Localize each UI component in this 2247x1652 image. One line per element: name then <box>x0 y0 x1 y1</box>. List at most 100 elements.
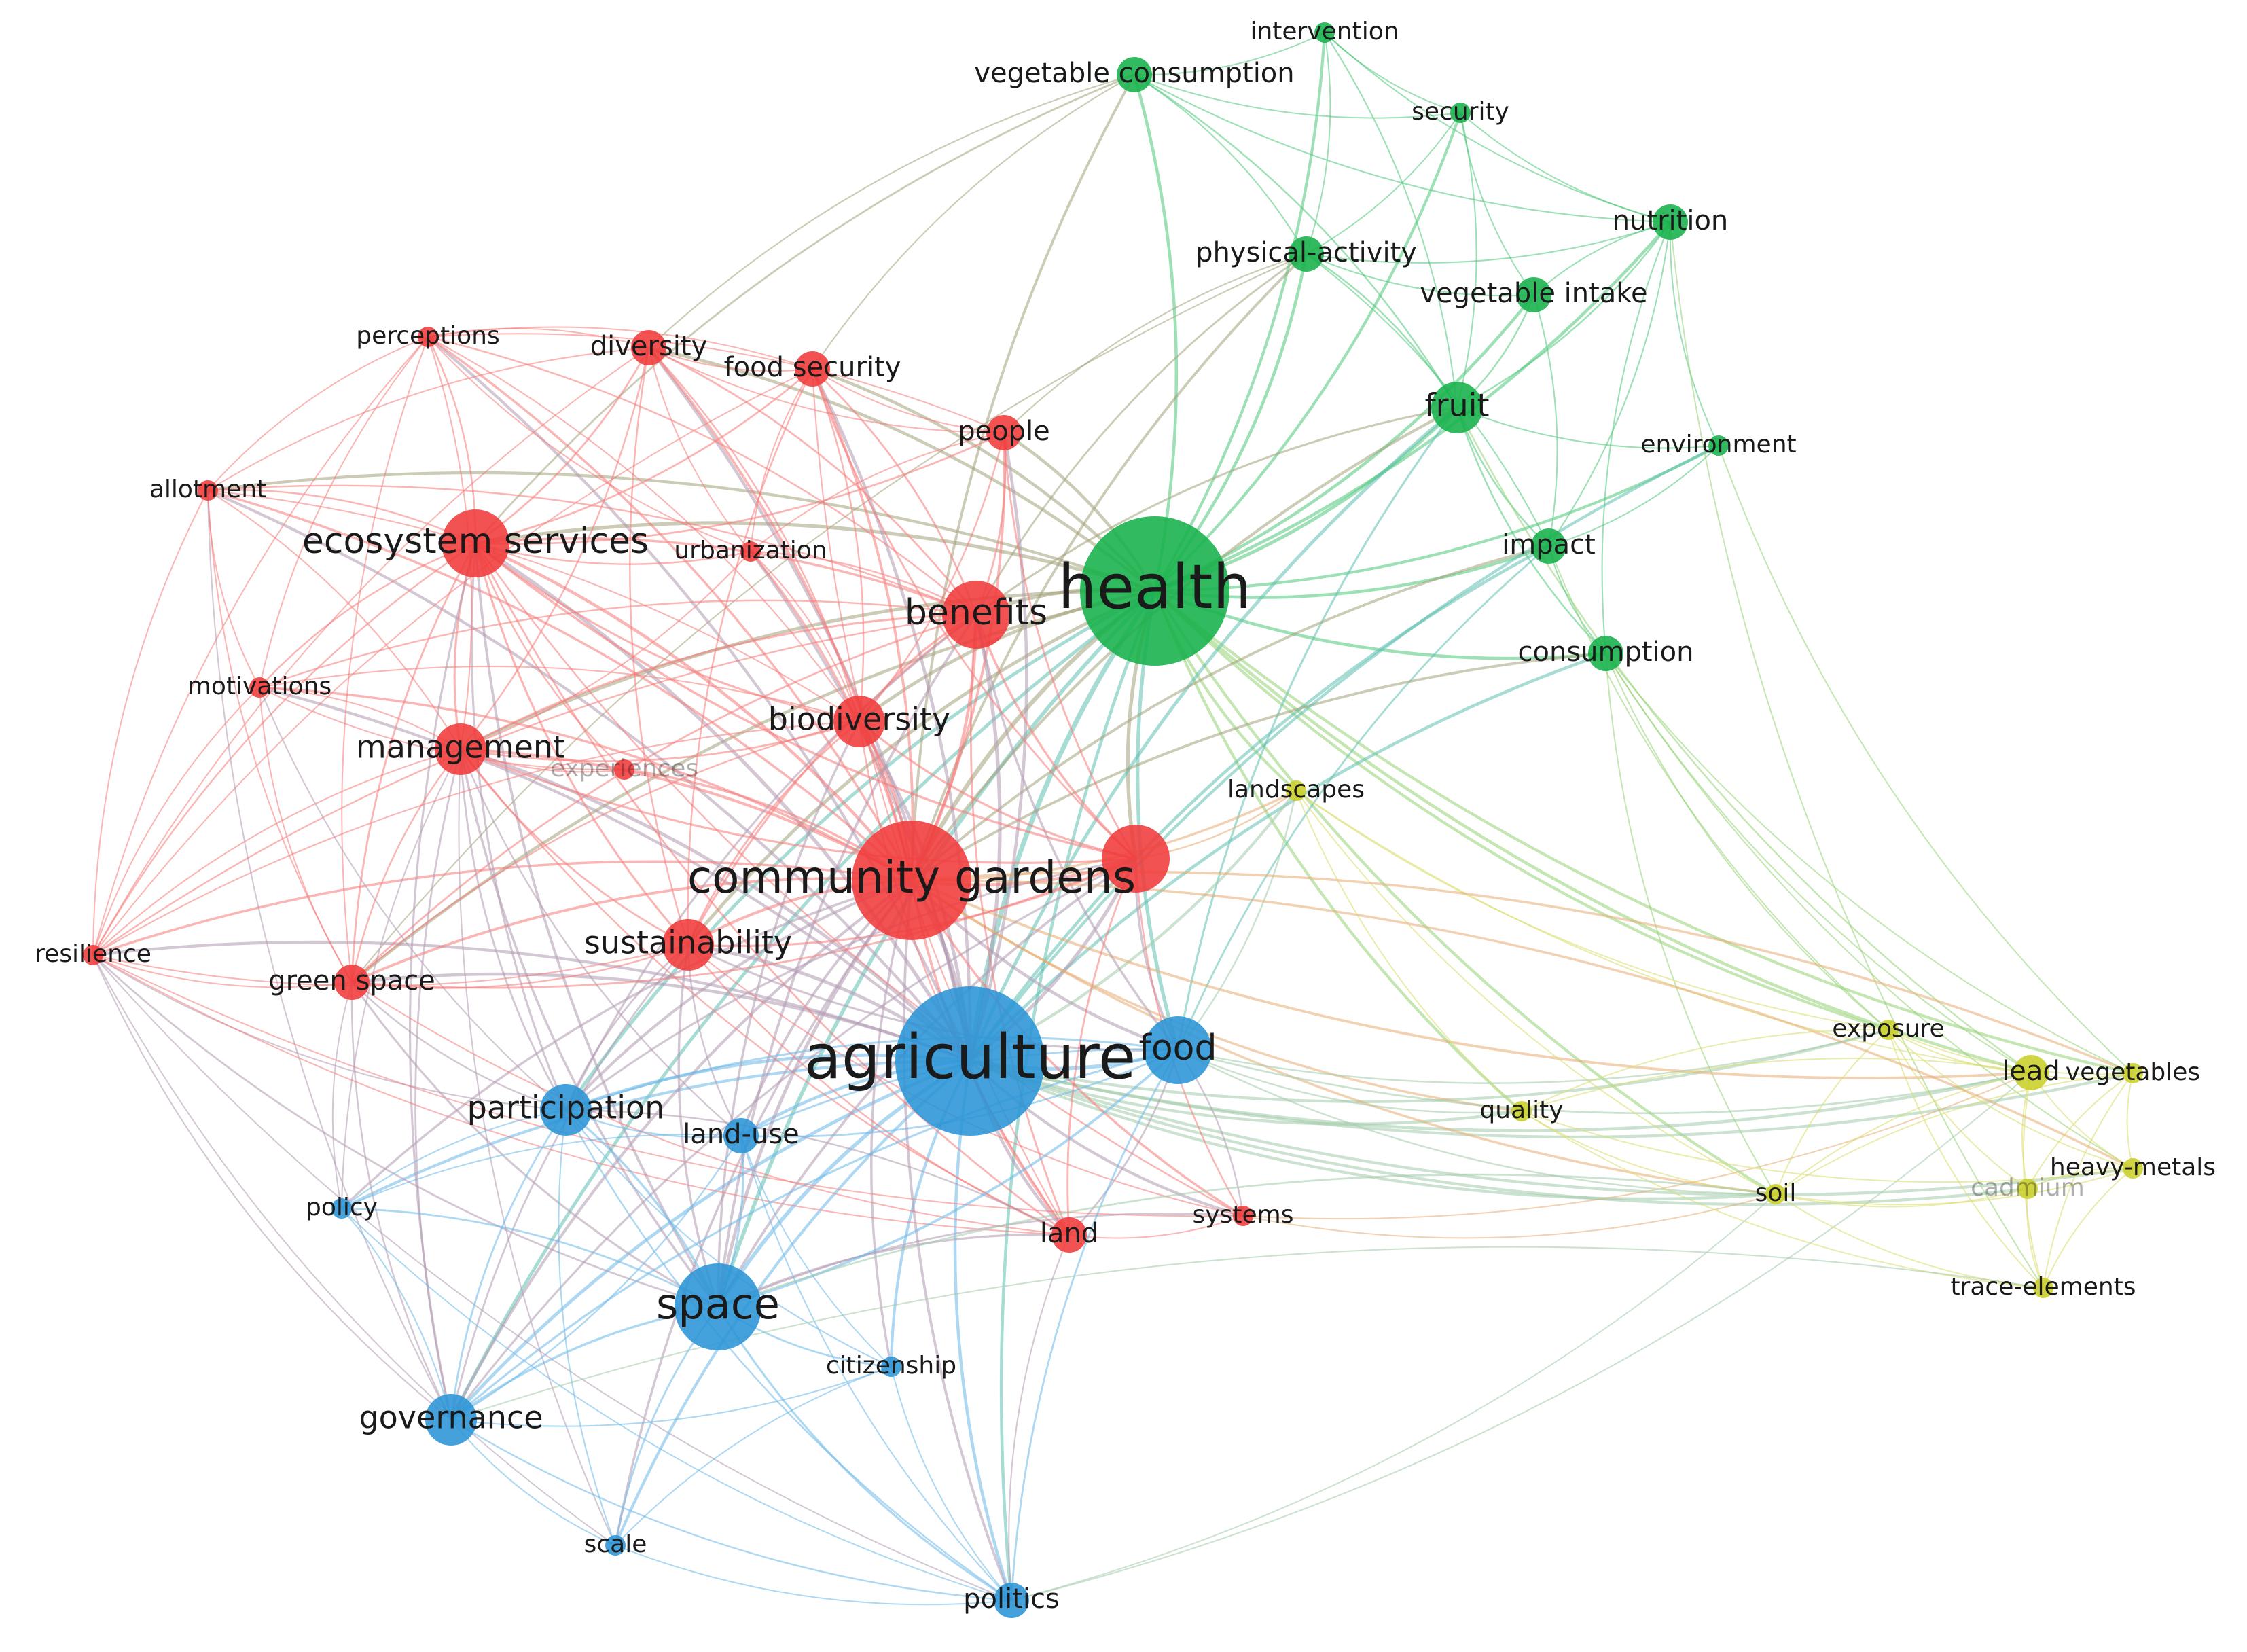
label-vegetables: vegetables <box>2066 1058 2200 1086</box>
edge-physical-activity-security <box>1306 112 1461 255</box>
node-exposure[interactable] <box>1878 1020 1899 1040</box>
edge-resilience-systems <box>92 954 1244 1217</box>
label-environment: environment <box>1640 431 1796 459</box>
edge-physical-activity-green-space <box>351 253 1307 983</box>
edge-community-gardens-green-space <box>351 877 912 984</box>
edge-soil-cadmium <box>1775 1188 2028 1208</box>
node-sustainability[interactable] <box>662 919 714 971</box>
node-management[interactable] <box>435 723 486 775</box>
node-people[interactable] <box>986 415 1022 450</box>
node-landscapes[interactable] <box>1286 780 1306 801</box>
node-unlabeled-red[interactable] <box>1102 825 1170 893</box>
node-green-space[interactable] <box>334 965 370 1000</box>
edge-layer <box>92 32 2134 1606</box>
edge-benefits-management <box>460 613 977 751</box>
node-biodiversity[interactable] <box>833 696 885 747</box>
label-resilience: resilience <box>35 940 151 968</box>
edge-biodiversity-resilience <box>92 720 860 956</box>
edge-management-urbanization <box>460 551 751 750</box>
node-participation[interactable] <box>540 1084 592 1136</box>
label-policy: policy <box>306 1193 378 1221</box>
label-nutrition: nutrition <box>1613 205 1729 236</box>
node-community-gardens[interactable] <box>852 821 971 940</box>
edge-community-gardens-allotment <box>207 489 913 882</box>
node-citizenship[interactable] <box>881 1357 901 1377</box>
node-food[interactable] <box>1144 1016 1212 1084</box>
node-physical-activity[interactable] <box>1289 236 1324 272</box>
node-governance[interactable] <box>425 1394 477 1446</box>
edge-agriculture-urbanization <box>749 550 972 1062</box>
edge-benefits-food <box>975 614 1179 1052</box>
edge-benefits-space <box>717 613 977 1308</box>
edge-agriculture-food-security <box>810 367 972 1062</box>
edge-unlabeled-red-governance <box>450 857 1136 1420</box>
edge-fruit-physical-activity <box>1306 253 1458 408</box>
node-quality[interactable] <box>1511 1101 1532 1121</box>
node-diversity[interactable] <box>631 330 666 365</box>
node-resilience[interactable] <box>83 945 103 965</box>
edge-exposure-vegetables <box>1888 1029 2134 1075</box>
label-sustainability: sustainability <box>584 924 792 961</box>
edge-food-security-people <box>812 368 1005 434</box>
node-lead[interactable] <box>2013 1055 2049 1090</box>
node-environment[interactable] <box>1708 435 1729 456</box>
node-politics[interactable] <box>994 1583 1029 1618</box>
label-physical-activity: physical-activity <box>1196 237 1417 268</box>
node-allotment[interactable] <box>198 480 218 501</box>
node-trace-elements[interactable] <box>2033 1278 2053 1298</box>
edge-perceptions-green-space <box>341 336 429 983</box>
node-scale[interactable] <box>605 1535 626 1556</box>
edge-vegetable-consumption-intervention <box>1134 32 1325 76</box>
edge-politics-soil <box>1011 1193 1776 1601</box>
edge-ecosystem-services-systems <box>475 543 1244 1217</box>
edge-vegetables-soil <box>1775 1073 2134 1195</box>
edge-intervention-nutrition <box>1324 32 1671 223</box>
node-benefits[interactable] <box>942 581 1010 649</box>
node-food-security[interactable] <box>795 351 830 387</box>
node-perceptions[interactable] <box>418 327 438 347</box>
edge-agriculture-motivations <box>259 685 971 1062</box>
node-vegetable-consumption[interactable] <box>1117 57 1152 92</box>
edge-ecosystem-services-green-space <box>350 543 477 983</box>
node-intervention[interactable] <box>1314 22 1335 43</box>
edge-benefits-resilience <box>92 613 977 956</box>
edge-motivations-resilience <box>92 687 260 956</box>
edge-physical-activity-intervention <box>1306 32 1331 255</box>
edge-benefits-motivations <box>259 599 977 689</box>
node-fruit[interactable] <box>1431 382 1483 433</box>
edge-physical-activity-vegetable-intake <box>1306 253 1534 297</box>
edge-impact-agriculture <box>969 544 1550 1062</box>
edge-consumption-vegetables <box>1605 653 2134 1074</box>
label-landscapes: landscapes <box>1227 776 1365 804</box>
edge-quality-trace-elements <box>1521 1111 2044 1289</box>
node-vegetables[interactable] <box>2123 1063 2143 1083</box>
node-heavy-metals[interactable] <box>2123 1158 2143 1179</box>
edge-impact-environment <box>1548 445 1719 547</box>
node-urbanization[interactable] <box>740 541 761 562</box>
edge-allotment-green-space <box>207 490 353 983</box>
node-systems[interactable] <box>1233 1206 1253 1226</box>
edge-ecosystem-services-resilience <box>92 542 476 956</box>
node-land-use[interactable] <box>723 1118 759 1153</box>
node-ecosystem-services[interactable] <box>442 509 509 577</box>
node-land[interactable] <box>1051 1217 1087 1253</box>
node-vegetable-intake[interactable] <box>1516 277 1551 312</box>
node-policy[interactable] <box>331 1198 352 1219</box>
node-agriculture[interactable] <box>895 986 1045 1136</box>
edge-agriculture-cadmium <box>969 1060 2028 1206</box>
label-benefits: benefits <box>905 592 1047 633</box>
node-impact[interactable] <box>1531 528 1566 564</box>
label-intervention: intervention <box>1250 18 1399 46</box>
node-consumption[interactable] <box>1588 636 1623 671</box>
edge-unlabeled-red-land <box>1066 858 1137 1236</box>
node-motivations[interactable] <box>249 677 270 698</box>
edge-biodiversity-motivations <box>259 666 860 723</box>
node-space[interactable] <box>675 1263 761 1350</box>
edge-heavy-metals-cadmium <box>2027 1167 2134 1189</box>
node-nutrition[interactable] <box>1653 204 1688 240</box>
node-experiences[interactable] <box>614 759 634 780</box>
node-health[interactable] <box>1080 516 1229 666</box>
node-security[interactable] <box>1450 103 1471 123</box>
node-soil[interactable] <box>1765 1184 1786 1204</box>
node-cadmium[interactable] <box>2017 1179 2038 1199</box>
